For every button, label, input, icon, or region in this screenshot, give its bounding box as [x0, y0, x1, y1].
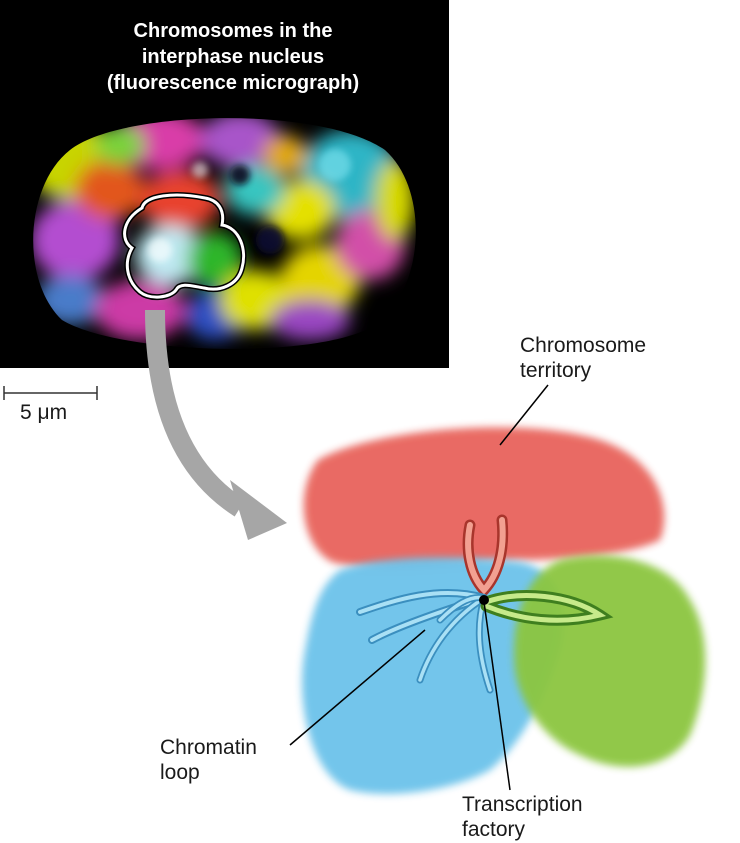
chromatin-loop-label-line-2: loop	[160, 761, 200, 784]
scale-bar-label: 5 μm	[20, 401, 68, 424]
transcription-factory-label-line-2: factory	[462, 818, 526, 841]
chromosome-territory-red	[303, 427, 665, 568]
micrograph-title-line-3: (fluorescence micrograph)	[106, 72, 360, 94]
transcription-factory-label-line-1: Transcription	[462, 793, 583, 816]
chromosome-territory-green	[514, 555, 706, 767]
chromosome-territory-label: Chromosome territory	[520, 333, 646, 383]
micrograph-title-line-1: Chromosomes in the	[133, 20, 333, 42]
micrograph-title: Chromosomes in the interphase nucleus (f…	[18, 18, 448, 96]
chromatin-loop-label: Chromatin loop	[160, 735, 257, 785]
transcription-factory-dot	[479, 595, 489, 605]
loop-leader-line	[289, 629, 426, 746]
chromosome-territory-label-line-2: territory	[520, 359, 592, 382]
micrograph-title-line-2: interphase nucleus	[141, 46, 325, 68]
factory-leader-line	[483, 601, 511, 791]
chromosome-territory-label-line-1: Chromosome	[520, 334, 647, 357]
zoom-arrow	[145, 309, 287, 540]
blue-chromatin-loops	[356, 589, 494, 694]
territory-leader-line	[499, 384, 549, 446]
chromatin-loop-label-line-1: Chromatin	[160, 736, 257, 759]
scale-bar	[3, 386, 98, 400]
transcription-factory-label: Transcription factory	[462, 792, 583, 842]
territory-diagram	[289, 384, 706, 794]
chromosome-territory-blue	[302, 557, 564, 794]
